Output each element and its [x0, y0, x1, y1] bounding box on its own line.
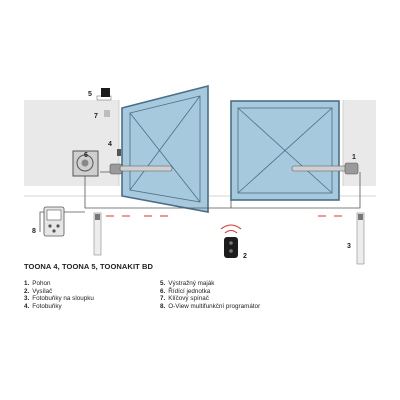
legend-item: 1.Pohon — [24, 280, 51, 287]
diagram-title: TOONA 4, TOONA 5, TOONAKIT BD — [24, 262, 154, 271]
callout-2: 2 — [243, 253, 247, 260]
callout-3: 3 — [347, 243, 351, 250]
o-view-programmer — [43, 206, 65, 237]
legend-item: 4.Fotobuňky — [24, 302, 62, 310]
control-unit — [72, 150, 99, 177]
right-gate-leaf — [230, 100, 340, 201]
legend-right: 5.Výstražný maják 6.Řídící jednotka 7.Kl… — [160, 280, 260, 310]
legend-item: 2.Vysílač — [24, 287, 53, 295]
photocell-post-left — [93, 212, 102, 256]
callout-1: 1 — [352, 154, 356, 161]
callout-7: 7 — [94, 113, 98, 120]
legend-item: 5.Výstražný maják — [160, 280, 215, 287]
left-gate-leaf — [121, 84, 209, 213]
legend-item: 6.Řídící jednotka — [160, 287, 211, 295]
flashing-light — [96, 88, 112, 101]
operator-left — [109, 163, 173, 175]
key-switch — [104, 110, 110, 117]
callout-8: 8 — [32, 228, 36, 235]
callout-4: 4 — [108, 141, 112, 148]
callout-6: 6 — [84, 152, 88, 159]
photocell-post-right — [356, 212, 365, 265]
legend-item: 8.O-View multifunkční programátor — [160, 302, 261, 310]
wiring — [39, 171, 361, 232]
transmitter — [220, 224, 242, 258]
legend-left: 1.Pohon 2.Vysílač 3.Fotobuňky na sloupku… — [24, 280, 94, 310]
legend-item: 7.Klíčový spínač — [160, 295, 209, 303]
callout-5: 5 — [88, 91, 92, 98]
wall-photocell — [117, 149, 121, 156]
operator-right — [291, 162, 359, 175]
legend-item: 3.Fotobuňky na sloupku — [24, 295, 94, 303]
